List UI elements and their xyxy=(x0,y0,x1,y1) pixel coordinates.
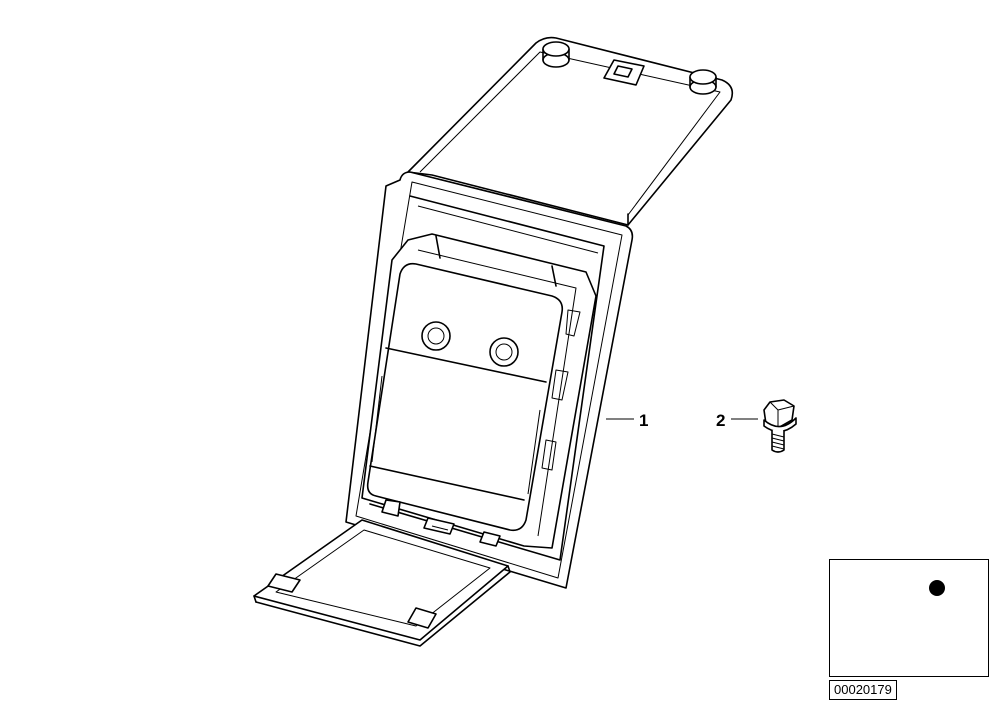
hex-bolt[interactable] xyxy=(763,399,797,453)
mounting-boss-left xyxy=(542,41,570,68)
mounting-boss-right xyxy=(689,69,717,95)
callout-2-number: 2 xyxy=(716,411,725,430)
round-knob-left xyxy=(421,321,451,351)
diagram-id-label: 00020179 xyxy=(829,680,897,700)
mounting-plate xyxy=(407,36,734,226)
vehicle-locator-inset xyxy=(829,559,989,677)
hinged-lid[interactable] xyxy=(253,519,511,647)
callout-1-number: 1 xyxy=(639,411,648,430)
storage-compartment[interactable] xyxy=(253,36,734,647)
location-marker xyxy=(929,580,945,596)
callout-2: 2 xyxy=(716,411,758,430)
mounting-clip xyxy=(603,59,645,86)
front-panel xyxy=(366,262,564,532)
callout-1: 1 xyxy=(606,411,648,430)
inset-marker-layer xyxy=(929,580,945,596)
round-knob-right xyxy=(489,337,519,367)
bottom-clips xyxy=(381,499,501,547)
